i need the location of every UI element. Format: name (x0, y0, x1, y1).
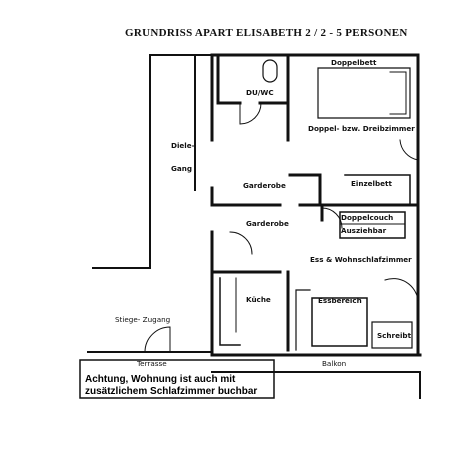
bench-icon (295, 289, 311, 351)
label-stiege-zugang: Stiege- Zugang (115, 315, 171, 324)
wall-einzelbett (344, 174, 411, 206)
plan-title: GRUNDRISS APART ELISABETH 2 / 2 - 5 PERS… (125, 27, 408, 39)
label-gang: Gang (171, 164, 193, 173)
bedroom-door-swing (399, 139, 419, 161)
wall-bathroom (216, 53, 290, 142)
bathroom-door-swing (239, 102, 262, 125)
living-window-door-swing (384, 278, 419, 301)
bed-double-icon (317, 67, 411, 119)
label-garderobe-lower: Garderobe (246, 219, 289, 228)
stair-door-swing (144, 326, 171, 353)
label-terrasse: Terrasse (137, 359, 167, 368)
wall-kitchen (210, 270, 290, 352)
kitchen-counter (219, 277, 241, 346)
couch-icon (339, 211, 406, 239)
label-ausziehbar: Ausziehbar (341, 226, 387, 235)
label-diele: Diele- (171, 141, 195, 150)
label-garderobe-upper: Garderobe (243, 181, 286, 190)
notice-box (79, 359, 275, 399)
living-door-swing (321, 207, 343, 229)
label-du-wc: DU/WC (246, 88, 274, 97)
pillow-icon (389, 71, 407, 115)
label-doppel-dreibettzimmer: Doppel- bzw. Dreibzimmer (308, 124, 415, 133)
label-einzelbett: Einzelbett (351, 179, 392, 188)
toilet-icon (262, 59, 278, 83)
label-ess-wohnschlafzimmer: Ess & Wohnschlafzimmer (310, 255, 412, 264)
garderobe-door-swing (229, 231, 253, 255)
desk-icon (371, 321, 413, 349)
wall-wardrobe (288, 173, 322, 207)
label-balkon: Balkon (322, 359, 347, 368)
label-essbereich: Essbereich (318, 296, 362, 305)
label-schreibt: Schreibt (377, 331, 412, 340)
booking-notice: Achtung, Wohnung ist auch mit zusätzlich… (85, 374, 258, 397)
label-doppelbett: Doppelbett (331, 58, 377, 67)
dining-table-icon (311, 297, 368, 347)
label-kueche: Küche (246, 295, 271, 304)
label-doppelcouch: Doppelcouch (341, 213, 394, 222)
wall-balcony-outer (211, 371, 421, 399)
